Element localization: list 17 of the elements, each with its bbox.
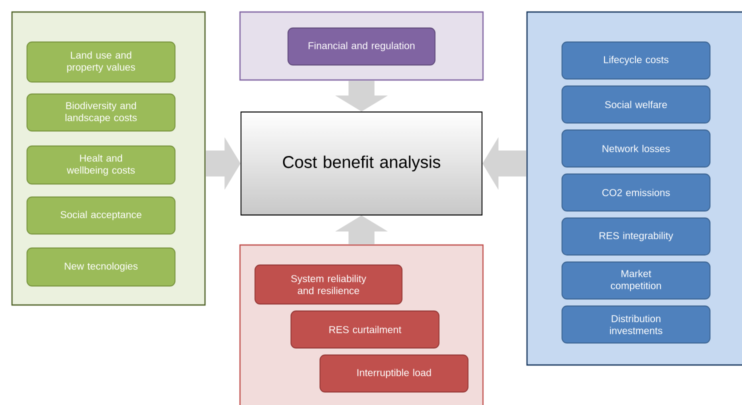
factor-box: Lifecycle costs xyxy=(562,42,710,80)
factor-box: System reliability and resilience xyxy=(254,264,402,304)
factor-box: RES integrability xyxy=(562,218,710,256)
factor-box: New tecnologies xyxy=(26,248,176,286)
factor-box: Financial and regulation xyxy=(288,28,436,66)
factor-box: Distribution investments xyxy=(562,306,710,344)
factor-box: Market competition xyxy=(562,262,710,300)
factor-box: Social acceptance xyxy=(26,196,176,234)
factor-box: Interruptible load xyxy=(320,354,468,392)
factor-box: CO2 emissions xyxy=(562,174,710,212)
analysis-box: Cost benefit analysis xyxy=(240,112,482,216)
factor-box: Network losses xyxy=(562,130,710,168)
factor-box: Healt and wellbeing costs xyxy=(26,146,176,184)
factor-box: Biodiversity and landscape costs xyxy=(26,94,176,132)
factor-box: RES curtailment xyxy=(290,310,440,348)
factor-box: Land use and property values xyxy=(26,42,176,82)
factor-box: Social welfare xyxy=(562,86,710,124)
